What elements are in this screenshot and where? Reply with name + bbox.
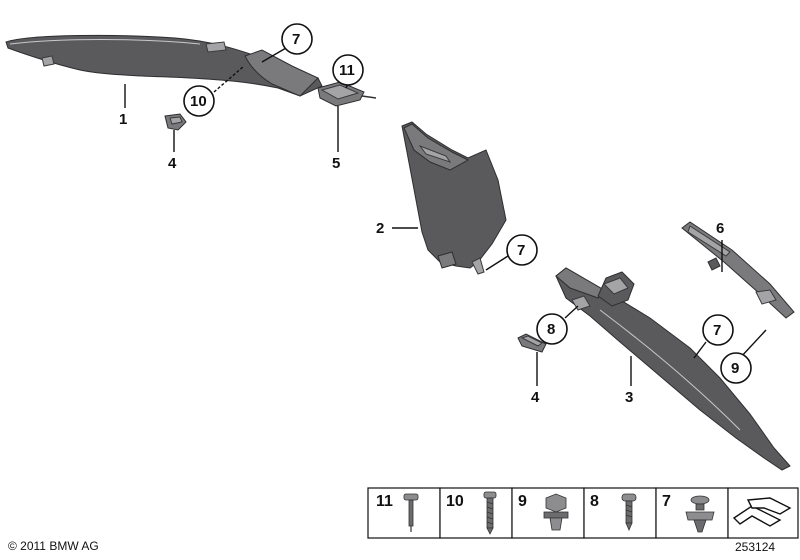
diagram-number: 253124 [735,540,776,554]
leader-lines [124,47,767,386]
callout-7-lower: 7 [702,314,734,346]
callout-1: 1 [119,111,127,128]
callout-7-upper-circle [281,23,313,55]
part-4-clip-upper [164,113,187,131]
callout-4-upper: 4 [168,155,177,172]
legend-11-label: 11 [376,493,393,510]
callout-2-label: 2 [376,220,384,237]
callout-8-circle [536,313,568,345]
copyright-text: © 2011 BMW AG [8,539,99,553]
callout-3: 3 [625,389,633,406]
callout-4-upper-label: 4 [168,155,177,172]
part-4-clip-lower [517,333,547,353]
callout-5-label: 5 [332,155,340,172]
callout-10-circle [183,85,215,117]
part-1-upper-trim-panel [5,34,323,97]
callout-10: 10 [183,85,215,117]
callout-6-label: 6 [716,220,724,237]
callout-9: 9 [720,352,752,384]
callout-9-label: 9 [731,360,739,377]
legend-8-label: 8 [590,493,599,510]
callout-10-label: 10 [190,93,207,110]
callout-11-label: 11 [339,62,355,79]
callout-1-label: 1 [119,111,127,128]
hex-nut-clip-icon [543,493,569,531]
part-2-pillar-trim [401,121,507,275]
hardware-legend: 11 10 9 8 7 [367,487,799,539]
rivet-icon [403,493,419,532]
long-screw-icon [483,491,497,535]
callout-11: 11 [332,54,364,86]
legend-7-label: 7 [662,493,671,510]
callout-9-circle [720,352,752,384]
callout-7-lower-circle [702,314,734,346]
callout-4-lower: 4 [531,389,540,406]
callout-7-lower-label: 7 [713,322,721,339]
part-6-strip [681,221,795,319]
push-clip-icon [685,495,715,533]
part-5-bracket [317,81,377,107]
callout-7-upper-label: 7 [292,31,300,48]
legend-10-label: 10 [446,493,464,510]
legend-cell-8 [583,487,657,539]
legend-9-label: 9 [518,493,527,510]
callout-6: 6 [716,220,724,237]
callout-8-label: 8 [547,321,555,338]
callout-3-label: 3 [625,389,633,406]
callout-4-lower-label: 4 [531,389,540,406]
callout-11-circle [332,54,364,86]
callout-7-upper: 7 [281,23,313,55]
direction-arrow-icon [732,497,792,527]
callout-8: 8 [536,313,568,345]
callout-7-middle: 7 [506,234,538,266]
callout-2: 2 [376,220,384,237]
callout-5: 5 [332,155,340,172]
callout-7-middle-circle [506,234,538,266]
part-3-lower-trim [555,267,791,471]
legend-cell-arrow [727,487,799,539]
short-screw-icon [621,493,637,532]
callout-7-middle-label: 7 [517,242,525,259]
